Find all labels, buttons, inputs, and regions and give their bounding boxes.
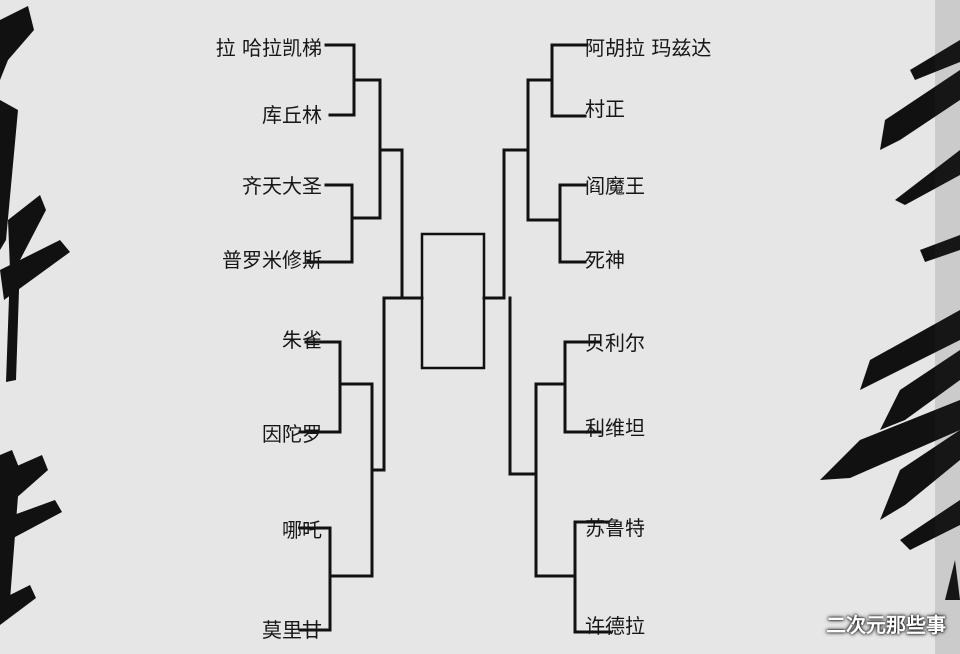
- left-competitor-6: 因陀罗: [262, 422, 322, 446]
- right-r2-bracket-2: [534, 382, 577, 578]
- left-r1-bracket-2-top: [324, 183, 354, 220]
- right-semi-top: [482, 148, 530, 300]
- right-competitor-8: 许德拉: [585, 614, 645, 638]
- final-winner-box: [420, 232, 486, 370]
- watermark: 二次元那些事: [826, 613, 946, 637]
- right-competitor-7: 苏鲁特: [585, 516, 645, 540]
- left-r2-bracket-1: [352, 78, 382, 220]
- left-competitor-1: 拉 哈拉凯梯: [215, 36, 322, 60]
- right-semi-bottom: [508, 296, 538, 476]
- left-r1-bracket-1: [324, 43, 356, 117]
- right-competitor-5: 贝利尔: [585, 331, 645, 355]
- right-competitor-4: 死神: [585, 248, 625, 272]
- right-r1-bracket-3: [563, 340, 602, 434]
- left-competitor-5: 朱雀: [282, 328, 322, 352]
- right-r2-bracket-1: [526, 78, 562, 222]
- left-competitor-8: 莫里甘: [262, 618, 322, 642]
- left-r2-bracket-2: [328, 382, 374, 578]
- left-competitor-2: 库丘林: [262, 103, 322, 127]
- right-competitor-2: 村正: [585, 97, 625, 121]
- left-competitor-7: 哪吒: [282, 518, 322, 542]
- left-competitor-4: 普罗米修斯: [222, 248, 322, 272]
- left-r1-bracket-3: [298, 340, 342, 434]
- right-r1-bracket-2: [558, 183, 587, 264]
- right-r1-bracket-1: [550, 43, 589, 118]
- left-semi-top: [378, 148, 424, 300]
- right-competitor-6: 利维坦: [585, 416, 645, 440]
- right-competitor-3: 阎魔王: [585, 174, 645, 198]
- left-competitor-3: 齐天大圣: [242, 174, 322, 198]
- left-r1-bracket-4: [298, 526, 332, 632]
- right-competitor-1: 阿胡拉 玛兹达: [585, 36, 712, 60]
- right-r1-bracket-4: [573, 520, 612, 634]
- left-r1-bracket-2-bottom: [306, 216, 354, 264]
- left-semi-bottom: [370, 296, 404, 472]
